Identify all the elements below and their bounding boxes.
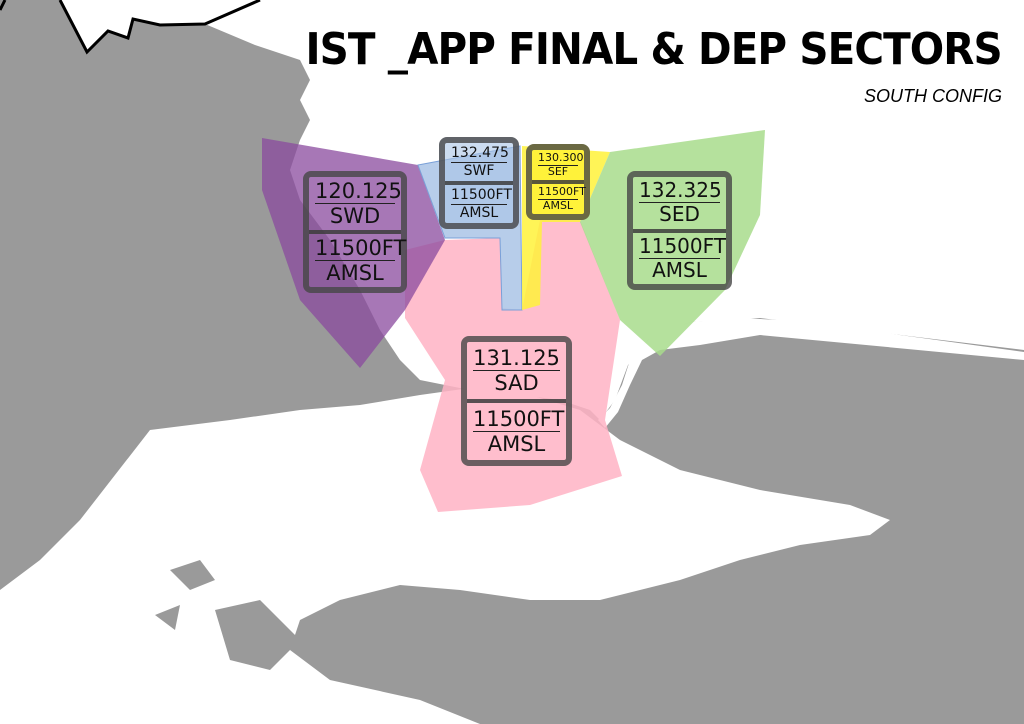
marmara-sea-water: [0, 388, 890, 724]
altitude: 11500FT: [538, 184, 586, 200]
island: [155, 560, 470, 670]
sector-sed-area: [580, 130, 765, 356]
top-boundary-line: [0, 0, 261, 55]
altitude-reference: AMSL: [542, 198, 574, 212]
sector-name: SWD: [329, 204, 381, 228]
altitude: 11500FT: [639, 233, 726, 259]
sector-name: SEF: [547, 164, 569, 178]
frequency: 132.325: [639, 178, 722, 204]
frequency: 132.475: [451, 145, 509, 163]
altitude-reference: AMSL: [326, 261, 384, 285]
sector-name: SED: [659, 202, 700, 227]
black-sea-water: [60, 0, 1024, 428]
altitude-reference: AMSL: [652, 257, 707, 282]
altitude: 11500FT: [473, 406, 565, 432]
altitude: 11500FT: [315, 235, 407, 261]
frequency: 120.125: [315, 178, 402, 204]
page-title: IST _APP FINAL & DEP SECTORS: [305, 24, 1003, 75]
sector-name: SAD: [494, 371, 539, 395]
page-subtitle: SOUTH CONFIG: [864, 86, 1002, 106]
altitude: 11500FT: [451, 187, 512, 205]
sector-name: SWF: [463, 162, 495, 179]
frequency: 130.300: [538, 150, 584, 166]
frequency: 131.125: [473, 345, 560, 371]
altitude-reference: AMSL: [459, 204, 499, 221]
altitude-reference: AMSL: [487, 432, 546, 456]
